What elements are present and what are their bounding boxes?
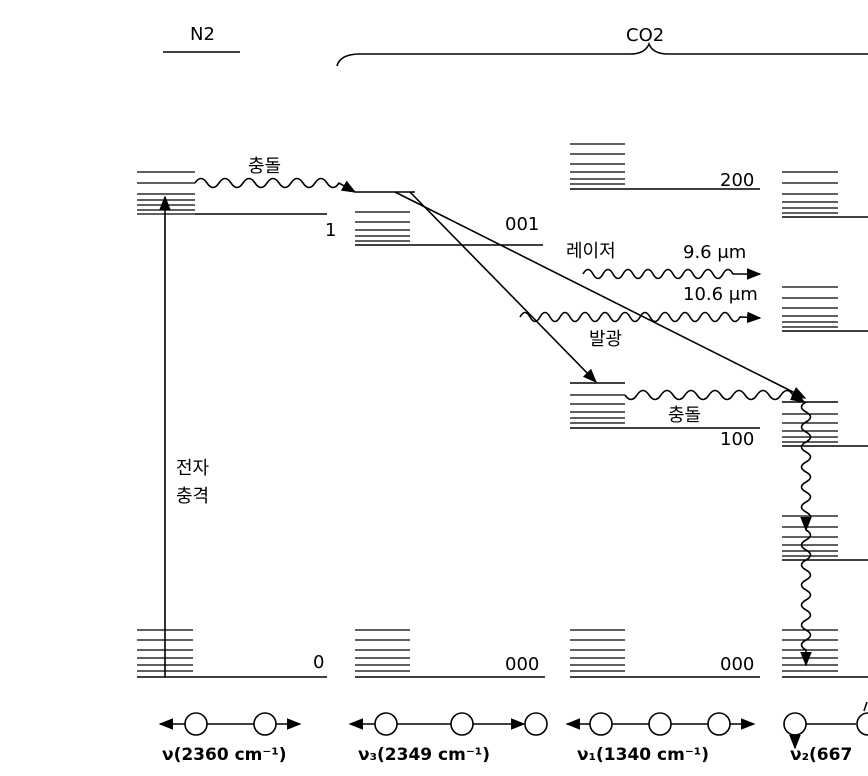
- nu1-mode-label: ν₁(1340 cm⁻¹): [577, 745, 709, 765]
- collision-wave-top: [194, 177, 357, 193]
- collision-wave-mid: [624, 389, 806, 403]
- wavelength-9-6: 9.6 μm: [683, 242, 746, 263]
- laser-label: 레이저: [566, 241, 616, 262]
- n2-title: N2: [190, 24, 215, 45]
- nu3-mode-schematic: [348, 712, 548, 736]
- electron-impact-label-2: 충격: [176, 486, 209, 507]
- laser-wave-96: [582, 268, 762, 280]
- co2-level-000-b: 000: [720, 654, 754, 675]
- n2-level-0: 0: [313, 652, 324, 673]
- electron-impact-label-1: 전자: [176, 458, 210, 479]
- arrow-001-to-100: [409, 191, 598, 384]
- nu2-levels-lower-mid: [782, 515, 868, 561]
- co2-level-001: 001: [505, 214, 539, 235]
- nu3-upper-levels: [355, 191, 543, 246]
- nu1-mode-schematic: [565, 712, 756, 736]
- laser-wave-106: [519, 311, 762, 324]
- nu2-levels-upper-mid: [782, 286, 868, 332]
- nu2-levels-ground: [782, 629, 868, 678]
- arrow-001-to-nu2: [394, 191, 807, 399]
- nu3-mode-label: ν₃(2349 cm⁻¹): [358, 745, 490, 765]
- nu2-levels-top: [782, 171, 868, 218]
- co2-level-100: 100: [720, 429, 754, 450]
- cascade-wave-2: [800, 529, 812, 667]
- collision-label-mid: 충돌: [668, 405, 701, 426]
- co2-title: CO2: [626, 25, 664, 46]
- nu1-100-levels: [570, 382, 760, 429]
- cascade-wave-1: [800, 401, 812, 532]
- co2-level-200: 200: [720, 170, 754, 191]
- emission-label: 발광: [589, 329, 622, 350]
- nu2-levels-mid: [782, 401, 868, 447]
- n2-mode-schematic: [158, 712, 302, 736]
- nu2-mode-schematic: [783, 701, 868, 750]
- n2-mode-label: ν(2360 cm⁻¹): [162, 745, 287, 765]
- nu3-ground-levels: [355, 629, 545, 678]
- nu1-ground-levels: [570, 629, 760, 678]
- nu2-mode-label: ν₂(667: [790, 745, 852, 765]
- co2-brace: [336, 41, 868, 67]
- co2-level-000-a: 000: [505, 654, 539, 675]
- collision-label-top: 충돌: [248, 156, 281, 177]
- nu1-200-levels: [570, 143, 760, 190]
- n2-level-1: 1: [325, 220, 336, 241]
- wavelength-10-6: 10.6 μm: [683, 284, 758, 305]
